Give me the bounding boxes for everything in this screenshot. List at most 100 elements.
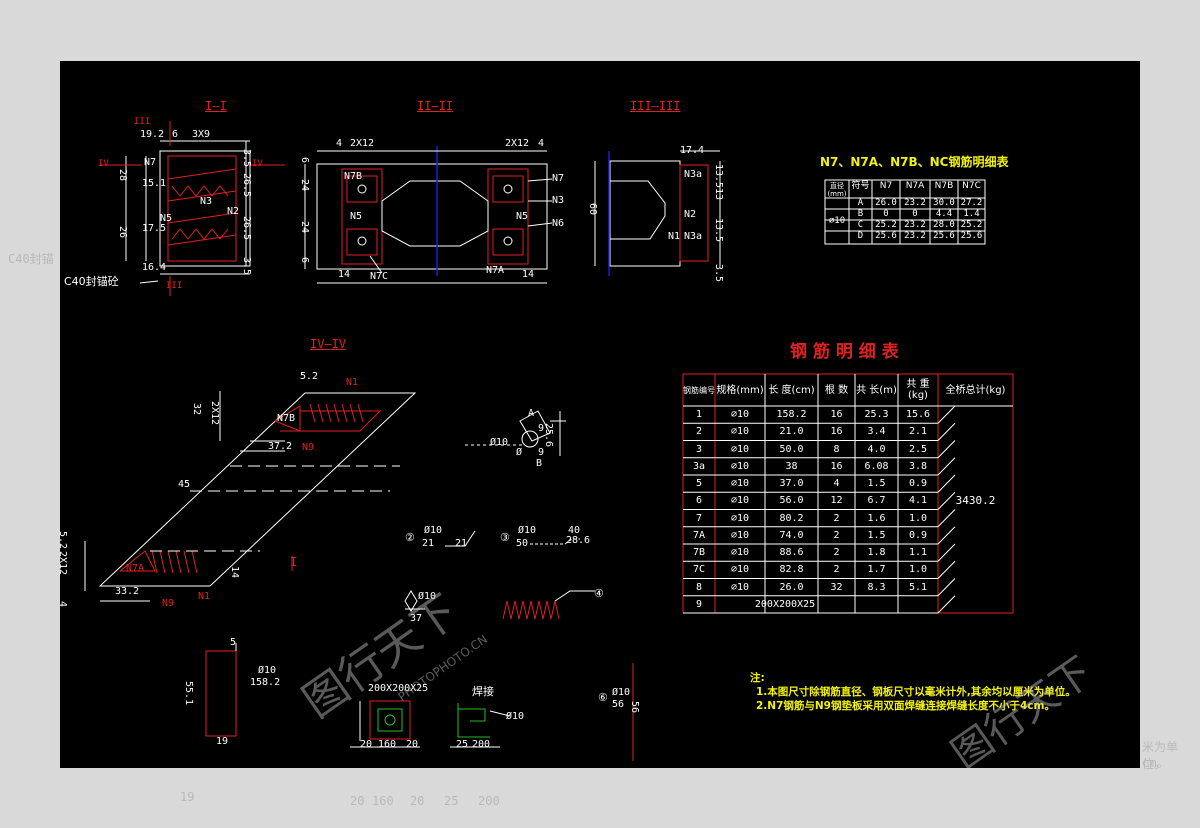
rebar-table-cell: 3a — [692, 460, 706, 472]
view-iv-dim: 32 — [191, 403, 202, 416]
rod-dim: 19 — [216, 736, 229, 747]
rebar-table-cell: 1.7 — [867, 564, 886, 576]
rebar-table-cell: ⌀10 — [730, 443, 750, 455]
rebar-table-cell: ⌀10 — [730, 547, 750, 558]
rebar-table-cell: 16 — [830, 460, 843, 472]
rebar-table-cell: 1.6 — [867, 512, 886, 524]
rebar-table-cell: 1.5 — [867, 478, 886, 489]
rebar-table-header-cell: 规格(mm) — [716, 384, 764, 396]
view-ii-dim: 4 — [538, 138, 545, 149]
c40-note: C40封锚砼 — [64, 275, 119, 288]
notes-head: 注: — [750, 672, 765, 684]
rebar-table-cell: 1.5 — [867, 529, 886, 541]
rebar-table-cell: 2 — [833, 512, 840, 524]
weld-label: 焊接 — [472, 685, 494, 698]
rebar-table-header-cell: 长 度(cm) — [768, 384, 815, 396]
view-iii-dim: 60 — [587, 203, 598, 216]
outside-dim-160: 160 — [372, 794, 394, 808]
rebar-table-cell: ⌀10 — [730, 495, 750, 507]
plate-spec: 200X200X25 — [368, 683, 429, 694]
rebar-table-cell: ⌀10 — [730, 409, 750, 420]
rebar-table-cell: 4.1 — [908, 495, 928, 507]
table-diagonal — [937, 440, 956, 459]
small-table-title: N7、N7A、N7B、NC钢筋明细表 — [820, 155, 1009, 169]
view-iv-dim: 5.2 — [60, 531, 68, 550]
view-iv-dim: 33.2 — [115, 586, 140, 597]
rebar-table: 钢筋编号规格(mm)长 度(cm)根 数共 长(m)共 重(kg)全桥总计(kg… — [683, 374, 1013, 613]
rebar-table-cell: 88.6 — [779, 547, 804, 558]
rebar-table-cell: 38 — [785, 460, 798, 472]
outside-dim-20a: 20 — [350, 794, 365, 808]
rebar-table-cell: 5.1 — [908, 581, 928, 593]
rebar-table-cell: 25.3 — [864, 409, 889, 420]
view-iv-dim: 4 — [60, 601, 68, 607]
small-table-header-cell: N7C — [962, 181, 981, 191]
view-i-dim: 15.1 — [142, 178, 167, 189]
plate-dim: 20 — [406, 739, 419, 750]
view-iii-rebar-label: N2 — [684, 209, 697, 220]
notes: 注: 1.本图尺寸除钢筋直径、钢板尺寸以毫米计外,其余均以厘米为单位。 2.N7… — [750, 671, 1076, 713]
view-i-section-mark: III — [166, 281, 183, 291]
spring-mark: ④ — [594, 587, 604, 600]
view-iv-rebar-label: N1 — [346, 377, 359, 388]
rebar-table-cell: 2 — [833, 529, 840, 541]
view-i-section-mark: IV — [98, 159, 109, 169]
view-iii-dim: 3.5 — [713, 264, 724, 283]
small-table-header-cell: N7A — [905, 181, 925, 191]
view-i-dim: 17.5 — [142, 223, 167, 234]
table-diagonal — [937, 422, 956, 441]
rebar-table-cell: 16 — [830, 409, 843, 420]
small-table-header-cell: 符号 — [851, 181, 870, 191]
view-iii-dim: 13.5 — [713, 164, 724, 189]
detail-n2-dim: 21 — [455, 538, 468, 549]
outside-left-label: C40封锚 — [8, 252, 54, 266]
pin-detail-dim: Ø — [516, 447, 523, 458]
detail-n3-mark: ③ — [500, 531, 510, 544]
small-table-cell: 1.4 — [963, 209, 980, 219]
pin-detail-dim: 9 — [538, 423, 545, 434]
small-table-cell: 23.2 — [904, 231, 926, 241]
small-table-header-cell: N7 — [879, 181, 893, 191]
view-i-dim: 19.2 — [140, 129, 165, 140]
outside-dim-20b: 20 — [410, 794, 425, 808]
detail-n3-dim: 28.6 — [566, 535, 591, 546]
view-ii-rebar-label: N7A — [486, 265, 505, 276]
view-i-dim: 3.5 — [241, 149, 252, 168]
rebar-table-cell: 6 — [695, 495, 703, 507]
weld-dim: 200 — [472, 739, 491, 750]
view-iii-rebar-label: N3a — [684, 231, 703, 242]
outside-right-note-2: cm。 — [1142, 756, 1169, 770]
small-table-header-cell: N7B — [934, 181, 954, 191]
rebar-table-cell: 80.2 — [779, 512, 804, 524]
bar6-diameter: Ø10 — [612, 687, 631, 698]
outside-right-note-1: 米为单位。 — [1142, 740, 1179, 771]
rebar-table-cell: 4.0 — [867, 443, 886, 455]
view-iv-rebar-label: N1 — [198, 591, 211, 602]
detail-n4-dim: 37 — [410, 613, 423, 624]
rebar-table-cell: 7B — [692, 547, 706, 558]
rebar-table-cell: 56.0 — [779, 495, 804, 507]
weld-diameter: Ø10 — [506, 711, 525, 722]
view-iv-rebar-label: N9 — [162, 598, 175, 609]
rebar-table-cell: 5 — [695, 478, 703, 489]
small-table-cell: 25.6 — [933, 231, 955, 241]
rebar-table-cell: 37.0 — [779, 478, 804, 489]
rebar-table-cell: 8 — [695, 581, 703, 593]
section-title-i: I—I — [205, 99, 227, 113]
small-table-cell: 25.6 — [960, 231, 983, 241]
table-diagonal — [937, 491, 956, 510]
small-table-cell: 0 — [883, 209, 889, 219]
rebar-table-cell: 7 — [695, 512, 703, 524]
view-i-section-mark: IV — [252, 159, 263, 169]
rebar-table-cell: 1 — [695, 409, 703, 420]
outside-dim-200: 200 — [478, 794, 500, 808]
detail-n3-dim: 40 — [568, 525, 581, 536]
view-i-dim: 26.5 — [241, 173, 252, 198]
view-i-dim: 3X9 — [192, 129, 211, 140]
rebar-table-cell: 50.0 — [779, 443, 804, 455]
view-i-rebar-label: N5 — [160, 213, 173, 224]
rebar-table-cell: 8 — [833, 443, 840, 455]
view-ii-rebar-label: N5 — [516, 211, 529, 222]
rebar-table-header-cell: 根 数 — [824, 384, 849, 396]
